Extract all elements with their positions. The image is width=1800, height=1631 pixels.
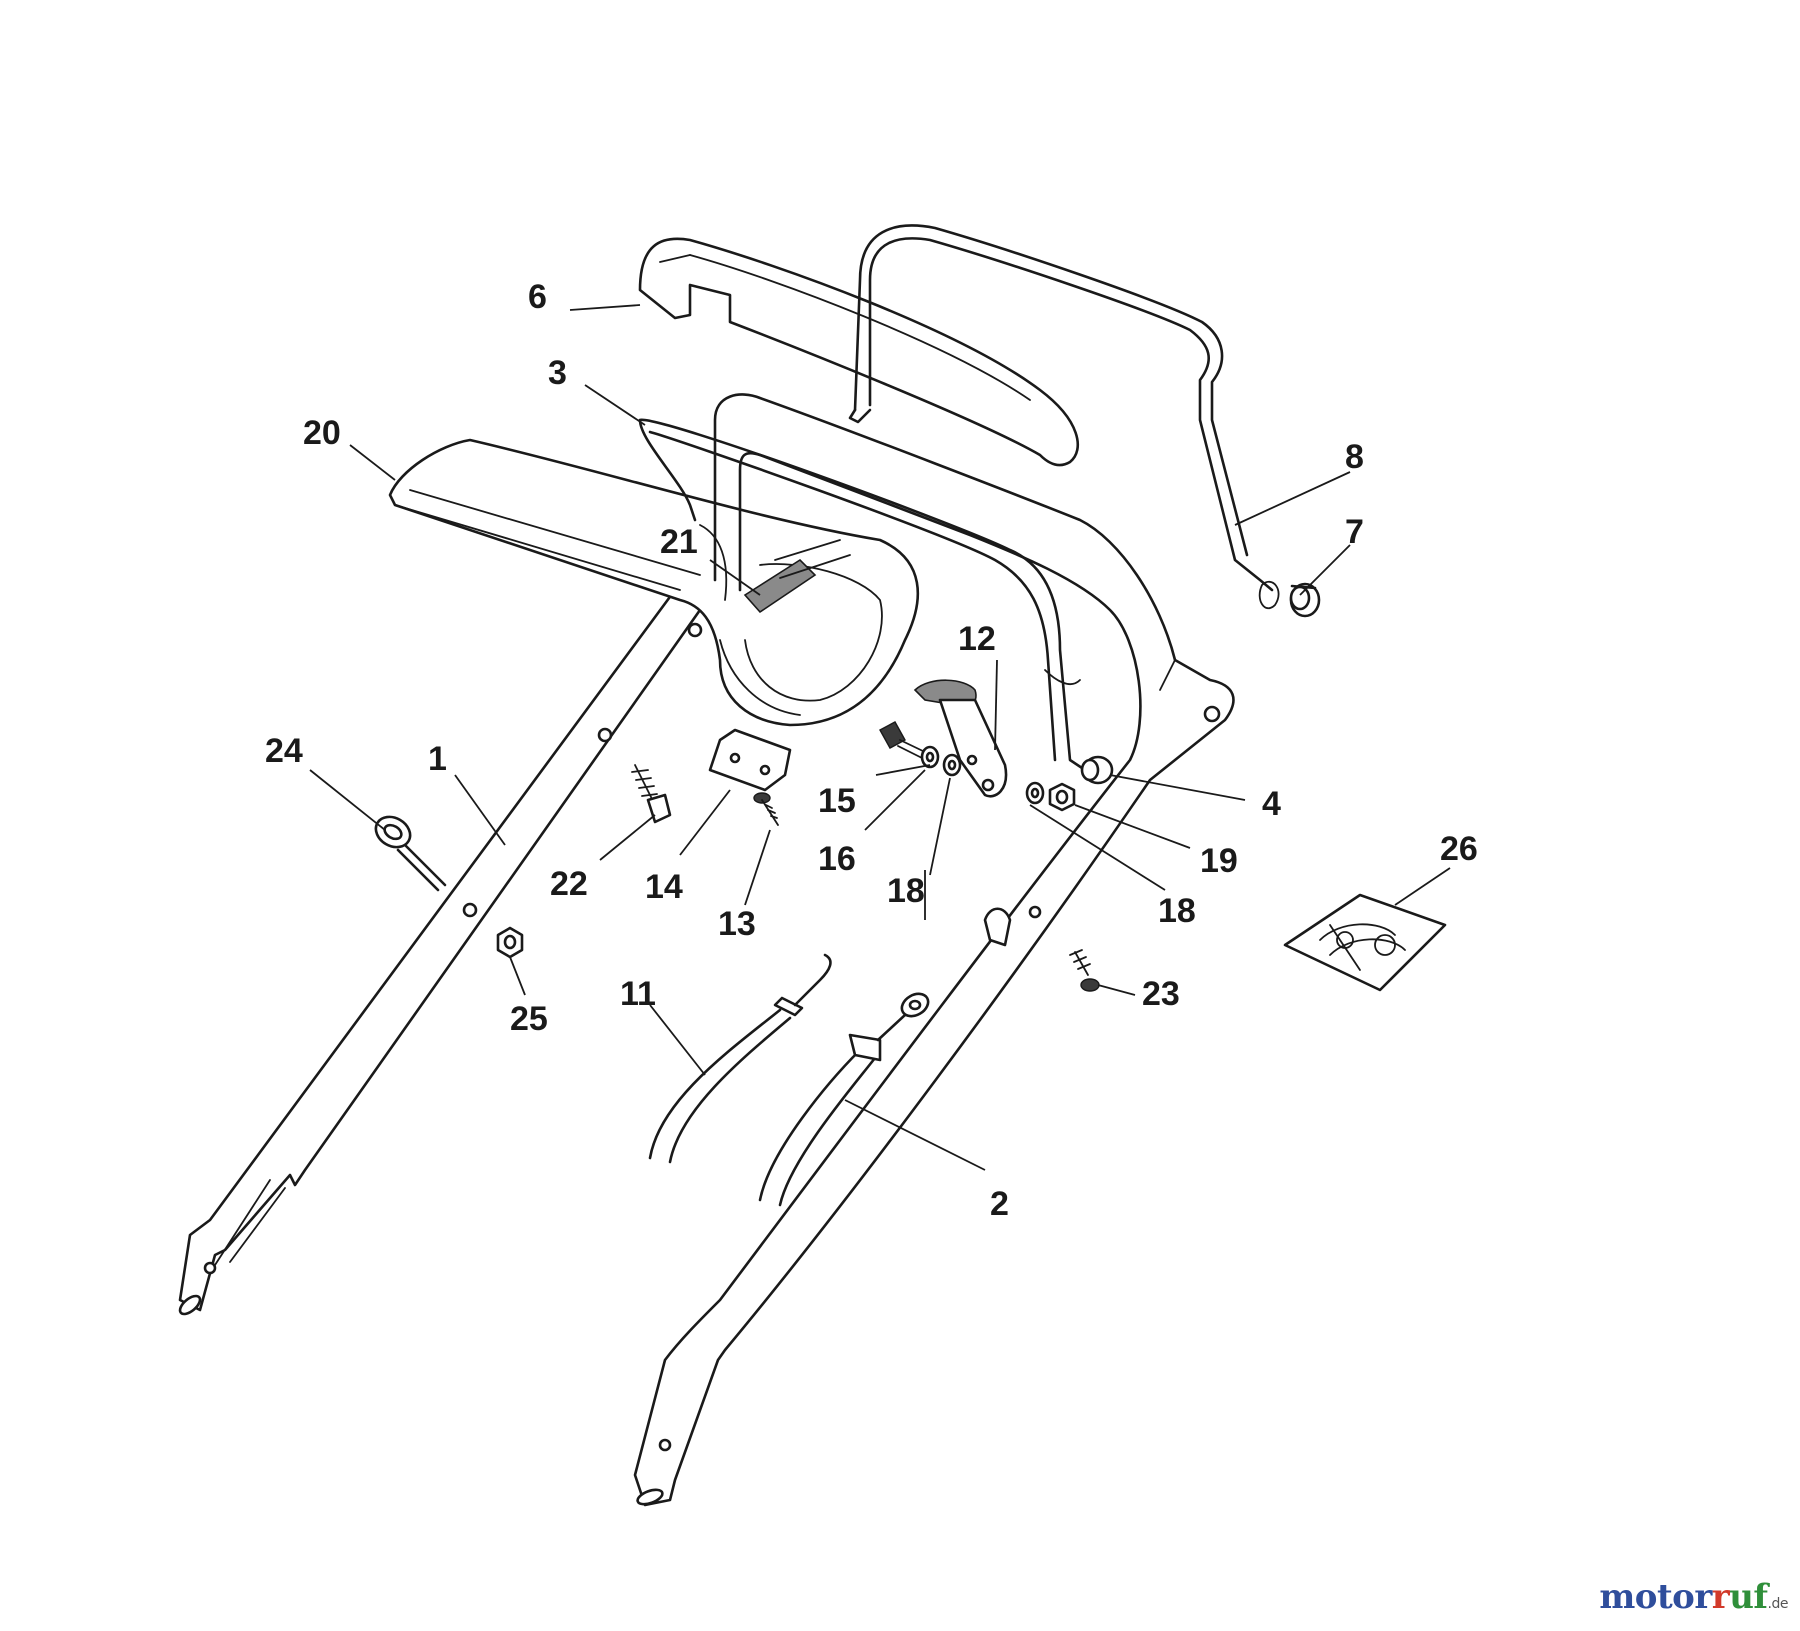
watermark-brand-r: r xyxy=(1711,1577,1730,1617)
part-26-hardware-bag xyxy=(1283,893,1447,992)
part-8-bail-rod xyxy=(848,224,1280,610)
callout-14: 14 xyxy=(645,868,683,906)
part-19-nut xyxy=(1048,782,1076,812)
part-18-washer-right xyxy=(1025,781,1045,805)
part-16-washer xyxy=(920,745,940,769)
callout-26: 26 xyxy=(1440,830,1478,868)
callout-4: 4 xyxy=(1262,785,1281,823)
part-14-clip xyxy=(708,728,792,792)
leader-lines xyxy=(309,304,1451,1171)
part-2-right-handle-tube xyxy=(633,393,1235,1507)
callout-labels: 6 3 20 8 7 21 12 24 1 15 4 16 19 26 22 1… xyxy=(265,278,1478,1223)
part-22-screw xyxy=(631,764,672,824)
callout-18-left: 18 xyxy=(887,872,925,910)
watermark-brand-1: motor xyxy=(1599,1577,1712,1617)
callout-7: 7 xyxy=(1345,513,1364,551)
callout-24: 24 xyxy=(265,732,303,770)
part-13-screw xyxy=(753,792,779,826)
callout-22: 22 xyxy=(550,865,588,903)
callout-2: 2 xyxy=(990,1185,1009,1223)
callout-19: 19 xyxy=(1200,842,1238,880)
cable-clip xyxy=(983,907,1012,947)
watermark-suffix: .de xyxy=(1767,1596,1789,1612)
callout-6: 6 xyxy=(528,278,547,316)
callout-21: 21 xyxy=(660,523,698,561)
part-4-bushing xyxy=(1080,755,1114,785)
callout-8: 8 xyxy=(1345,438,1364,476)
part-25-nut xyxy=(496,926,524,959)
callout-16: 16 xyxy=(818,840,856,878)
part-20-control-housing xyxy=(388,438,920,727)
callout-25: 25 xyxy=(510,1000,548,1038)
part-15-bolt xyxy=(879,721,926,759)
callout-1: 1 xyxy=(428,740,447,778)
part-24-eye-bolt xyxy=(374,815,447,892)
part-11-cable xyxy=(648,953,832,1164)
part-1-left-handle-tube xyxy=(178,588,703,1316)
part-7-bushing xyxy=(1289,582,1321,618)
callout-13: 13 xyxy=(718,905,756,943)
callout-12: 12 xyxy=(958,620,996,658)
part-23-screw xyxy=(1069,949,1100,992)
callout-23: 23 xyxy=(1142,975,1180,1013)
part-2-cable xyxy=(758,992,930,1207)
callout-18-right: 18 xyxy=(1158,892,1196,930)
watermark-brand-2: uf xyxy=(1729,1577,1768,1617)
callout-20: 20 xyxy=(303,414,341,452)
part-21-label xyxy=(743,539,851,614)
part-18-washer-left xyxy=(942,753,962,777)
callout-15: 15 xyxy=(818,782,856,820)
callout-3: 3 xyxy=(548,354,567,392)
part-3-inner-bail-rod xyxy=(638,418,1087,772)
part-12-lever xyxy=(913,679,1008,798)
callout-11: 11 xyxy=(620,975,656,1013)
part-6-top-handle-grip xyxy=(638,237,1079,467)
watermark-logo: motorruf.de xyxy=(1599,1577,1788,1617)
